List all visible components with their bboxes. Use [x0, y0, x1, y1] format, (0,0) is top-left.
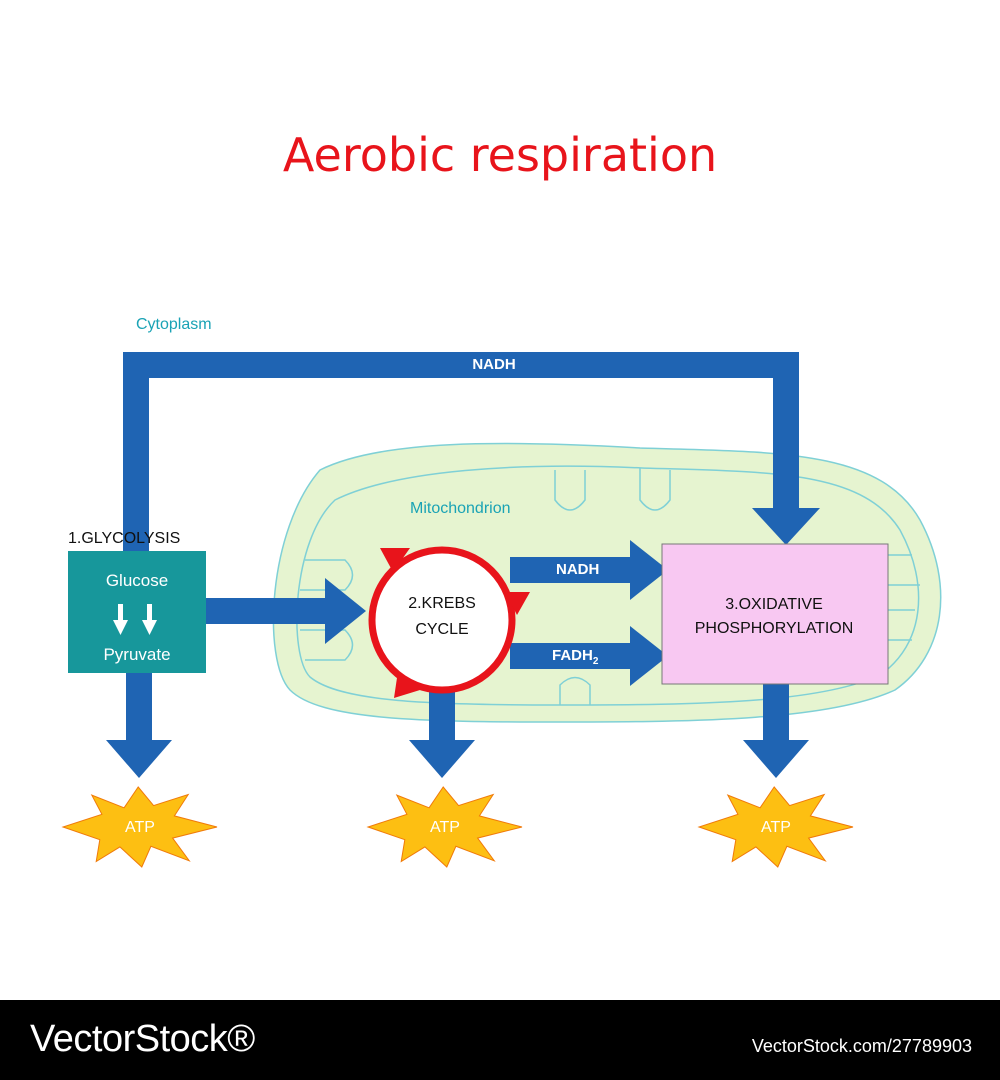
fadh2-arrow [510, 626, 668, 686]
cycle-arrowhead-icon [505, 592, 530, 615]
cycle-arrowhead-icon [380, 548, 410, 572]
nadh-cytoplasm-label: NADH [472, 356, 516, 373]
cycle-arrowhead-icon [394, 671, 420, 698]
atp-label: ATP [761, 819, 791, 836]
down-arrows-icon [113, 604, 157, 635]
cytoplasm-label: Cytoplasm [136, 316, 212, 333]
glycolysis-title: 1.GLYCOLYSIS [68, 530, 181, 547]
atp-label: ATP [430, 819, 460, 836]
footer-bar: VectorStock® VectorStock.com/27789903 [0, 1000, 1000, 1080]
atp-star-icon [61, 786, 218, 868]
krebs-label-line1: 2.KREBS [408, 595, 476, 612]
respiration-diagram [61, 352, 942, 868]
glycolysis-atp-arrow [106, 672, 172, 778]
pyruvate-arrow [205, 578, 366, 644]
oxidative-phosphorylation-box [661, 543, 889, 685]
pyruvate-label: Pyruvate [103, 645, 171, 664]
page-title: Aerobic respiration [282, 128, 718, 182]
glucose-label: Glucose [105, 571, 169, 590]
mitochondrion-label: Mitochondrion [410, 500, 511, 517]
nadh-label: NADH [556, 561, 600, 578]
nadh-arrow [510, 540, 668, 600]
glycolysis-box [68, 551, 206, 673]
oxidative-atp-arrow [743, 683, 809, 778]
atp-star-icon [366, 786, 523, 868]
krebs-atp-arrow [409, 690, 475, 778]
brand-logo[interactable]: VectorStock® [30, 1018, 255, 1060]
atp-label: ATP [125, 819, 155, 836]
krebs-cycle-ring [368, 546, 530, 698]
nadh-cytoplasm-arrow [123, 352, 820, 552]
oxidative-label-line1: 3.OXIDATIVE [725, 596, 823, 613]
krebs-label-line2: CYCLE [415, 621, 469, 638]
oxidative-label-line2: PHOSPHORYLATION [694, 620, 854, 637]
atp-star-icon [697, 786, 854, 868]
fadh2-label: FADH2 [552, 647, 599, 667]
image-id: VectorStock.com/27789903 [751, 1036, 972, 1056]
